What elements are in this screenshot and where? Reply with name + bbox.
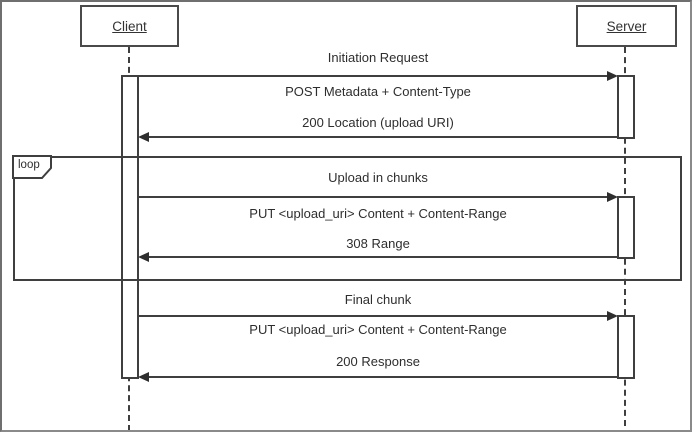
server-activation-bar-3 [617, 315, 635, 379]
actor-label-server: Server [606, 18, 647, 34]
actor-label-client: Client [112, 18, 147, 34]
request-message: PUT <upload_uri> Content + Content-Range [249, 206, 507, 221]
response-message: 200 Location (upload URI) [302, 115, 454, 130]
server-activation-bar-2 [617, 196, 635, 259]
response-line-2 [148, 256, 618, 258]
response-arrowhead-icon [138, 252, 149, 262]
request-line-3 [138, 315, 610, 317]
loop-tag-label: loop [18, 159, 40, 171]
actor-box-client: Client [80, 5, 179, 47]
request-arrowhead-icon [607, 311, 618, 321]
request-line-2 [138, 196, 610, 198]
server-activation-bar-1 [617, 75, 635, 139]
response-line-1 [148, 136, 618, 138]
request-line-1 [138, 75, 610, 77]
request-arrowhead-icon [607, 192, 618, 202]
response-message: 200 Response [336, 354, 420, 369]
client-activation-bar [121, 75, 139, 379]
section-title: Final chunk [344, 292, 412, 307]
response-arrowhead-icon [138, 372, 149, 382]
section-title: Initiation Request [327, 50, 429, 65]
request-arrowhead-icon [607, 71, 618, 81]
response-line-3 [148, 376, 618, 378]
request-message: PUT <upload_uri> Content + Content-Range [249, 322, 507, 337]
response-arrowhead-icon [138, 132, 149, 142]
section-title: Upload in chunks [328, 170, 428, 185]
request-message: POST Metadata + Content-Type [285, 84, 471, 99]
response-message: 308 Range [346, 236, 410, 251]
actor-box-server: Server [576, 5, 677, 47]
